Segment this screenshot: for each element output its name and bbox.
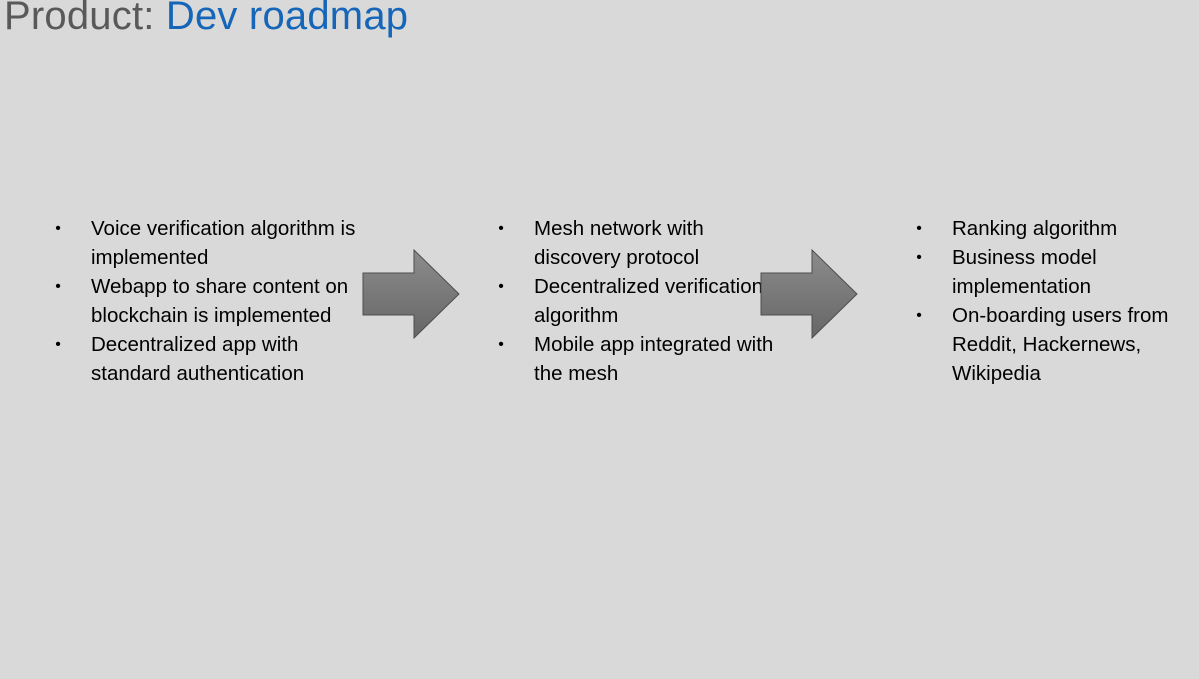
- bullet-icon: •: [55, 336, 61, 353]
- right-arrow-icon: [362, 249, 460, 339]
- slide-title: Product: Dev roadmap: [4, 0, 408, 39]
- list-item: • Webapp to share content on blockchain i…: [51, 272, 356, 330]
- list-item: • Business model implementation: [912, 243, 1182, 301]
- bullet-icon: •: [498, 336, 504, 353]
- list-item: • Mesh network with discovery protocol: [494, 214, 794, 272]
- title-prefix: Product:: [4, 0, 166, 38]
- bullet-icon: •: [498, 278, 504, 295]
- list-item-text: On-boarding users from Reddit, Hackernew…: [952, 304, 1169, 385]
- list-item-text: Decentralized app with standard authenti…: [91, 333, 305, 385]
- list-item: • Decentralized app with standard authent…: [51, 330, 356, 388]
- list-item-text: Business model implementation: [952, 246, 1097, 298]
- list-item: • Decentralized verification algorithm: [494, 272, 794, 330]
- bullet-icon: •: [916, 307, 922, 324]
- list-item-text: Mesh network with discovery protocol: [534, 217, 704, 269]
- title-highlight: Dev roadmap: [165, 0, 409, 38]
- bullet-icon: •: [498, 220, 504, 237]
- list-item-text: Webapp to share content on blockchain is…: [91, 275, 349, 327]
- list-item: • Voice verification algorithm is impleme…: [51, 214, 356, 272]
- roadmap-column-2: • Mesh network with discovery protocol • D…: [494, 214, 794, 388]
- bullet-icon: •: [55, 278, 61, 295]
- list-item-text: Voice verification algorithm is implemen…: [91, 217, 356, 269]
- bullet-icon: •: [916, 220, 922, 237]
- list-item: • Mobile app integrated with the mesh: [494, 330, 794, 388]
- roadmap-column-1: • Voice verification algorithm is impleme…: [51, 214, 356, 388]
- list-item-text: Ranking algorithm: [952, 217, 1118, 240]
- right-arrow-icon: [760, 249, 858, 339]
- list-item-text: Mobile app integrated with the mesh: [534, 333, 774, 385]
- list-item-text: Decentralized verification algorithm: [534, 275, 764, 327]
- list-item: • On-boarding users from Reddit, Hackerne…: [912, 301, 1182, 388]
- list-item: • Ranking algorithm: [912, 214, 1182, 243]
- bullet-icon: •: [916, 249, 922, 266]
- bullet-icon: •: [55, 220, 61, 237]
- roadmap-column-3: • Ranking algorithm • Business model imple…: [912, 214, 1182, 388]
